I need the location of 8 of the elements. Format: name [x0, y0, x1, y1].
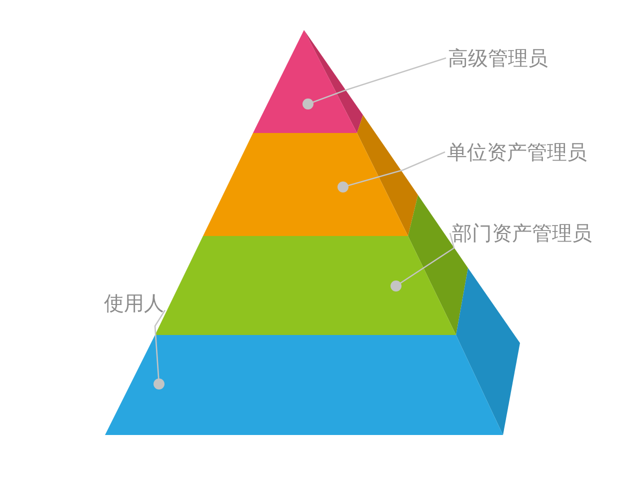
- leader-line: [338, 151, 446, 192]
- level-label: 高级管理员: [448, 46, 548, 70]
- leader-line: [154, 310, 166, 390]
- level-label: 使用人: [104, 291, 164, 315]
- leader-line: [390, 232, 455, 292]
- level-label: 部门资产管理员: [452, 221, 592, 245]
- level-label: 单位资产管理员: [447, 140, 587, 164]
- leader-line: [302, 57, 446, 110]
